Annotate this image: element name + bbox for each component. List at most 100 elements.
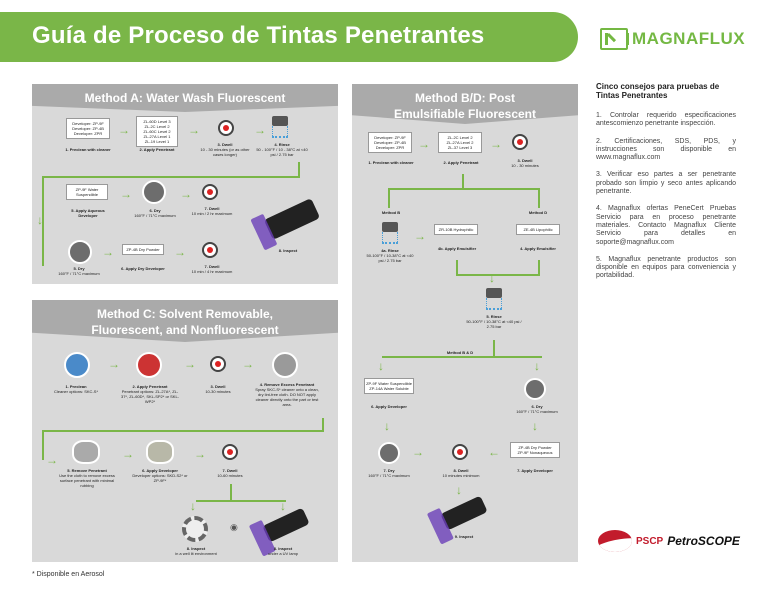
petroscope-logo: PSCP PetroSCOPE [598,530,740,552]
flow-line [538,188,540,208]
arrow-right-icon: → [102,245,114,259]
dryer-fan-icon [524,378,546,400]
method-bd-title: Method B/D: Post Emulsifiable Fluorescen… [352,84,578,124]
gear-part-icon [182,516,208,542]
magnaflux-wordmark: MAGNAFLUX [632,29,746,48]
penetrant-spray-icon [136,352,162,378]
flow-line [382,356,542,358]
method-bd-step-4b: 4b. Apply Emulsifier [437,246,477,251]
arrow-right-icon: → [188,123,200,137]
method-bd-hydrophilic-box: ZR-10B Hydrophilic [434,224,478,235]
method-bd-step-4c: 4. Apply Emulsifier [520,246,556,251]
method-c-title: Method C: Solvent Removable, Fluorescent… [32,300,338,342]
arrow-right-icon: → [184,357,196,371]
tips-section: Cinco consejos para pruebas de Tintas Pe… [596,82,736,290]
arrow-right-icon: → [180,187,192,201]
flow-line [493,340,495,356]
flow-line [42,176,300,178]
flow-line [42,430,324,432]
flow-line [298,162,300,178]
method-bd-panel: Method B/D: Post Emulsifiable Fluorescen… [352,84,578,562]
cloth-remove-icon [72,440,100,464]
method-bd-step-7b: 7. Apply Developer [517,468,553,473]
magnaflux-logo-icon [600,28,629,50]
footnote: * Disponible en Aerosol [32,571,105,578]
method-a-step-8: 8. Inspect [278,248,298,253]
flow-line [456,260,458,276]
method-bd-step-2: 2. Apply Penetrant [443,160,479,165]
arrow-down-icon: ↓ [532,419,538,433]
method-bd-label: Method B & D [440,350,480,355]
tip-item: 2. Certificaciones, SDS, PDS, y instrucc… [596,137,736,162]
arrow-down-icon: ↓ [456,483,462,497]
arrow-right-icon: → [414,229,426,243]
arrow-down-icon: ↓ [37,213,43,227]
method-a-step-1: 1. Preclean with cleaner [65,147,111,152]
arrow-right-icon: → [122,447,134,461]
water-spray-icon [272,126,288,138]
arrow-down-icon: ↓ [534,359,540,373]
arrow-down-icon: ↓ [378,359,384,373]
tip-item: 5. Magnaflux penetrante productos son di… [596,255,736,280]
developer-spray-icon [146,440,174,464]
timer-icon [452,444,468,460]
timer-icon [512,134,528,150]
method-a-step-6b: 6. Apply Dry Developer [121,266,165,271]
tip-item: 3. Verificar eso partes a ser penetrante… [596,171,736,196]
swoosh-icon [598,530,632,552]
title-banner: Guía de Proceso de Tintas Penetrantes [0,12,578,62]
method-b-label: Method B [381,210,401,215]
flow-line [322,418,324,432]
page-title: Guía de Proceso de Tintas Penetrantes [32,22,485,49]
arrow-right-icon: → [108,357,120,371]
flow-line [456,274,540,276]
method-bd-step-9: 9. Inspect [454,534,474,539]
tip-item: 4. Magnaflux ofertas PeneCert Pruebas Se… [596,205,736,246]
flow-line [538,260,540,276]
flow-line [196,500,286,502]
flow-line [42,430,44,460]
arrow-down-icon: ↓ [384,419,390,433]
tip-item: 1. Controlar requerido especificaciones … [596,112,736,128]
method-bd-lipophilic-box: ZE-4B Lipophilic [516,224,560,235]
arrow-right-icon: → [490,137,502,151]
rinse-nozzle-icon [382,222,398,232]
timer-icon [202,184,218,200]
uv-lamp-icon [263,198,321,240]
arrow-right-icon: → [194,447,206,461]
flow-line [388,188,390,208]
uv-lamp-icon [440,495,488,531]
pscp-text: PSCP [636,535,664,547]
cloth-wipe-icon [272,352,298,378]
method-a-dry-powder-box: ZP-4B Dry Powder [122,244,164,255]
dryer-fan-icon [142,180,166,204]
method-bd-step-1: 1. Preclean with cleaner [368,160,414,165]
uv-lamp-icon [262,507,310,543]
water-spray-icon [486,298,502,310]
arrow-right-icon: → [412,445,424,459]
arrow-right-icon: → [174,245,186,259]
arrow-left-icon: ← [488,445,500,459]
arrow-right-icon: → [254,123,266,137]
